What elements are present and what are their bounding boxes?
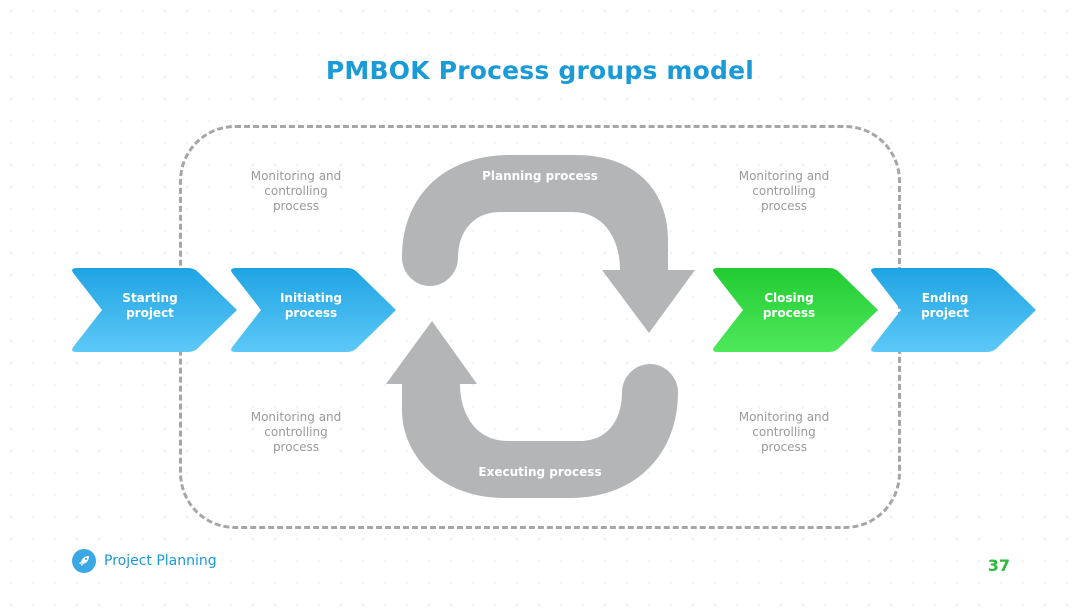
chevron-row (72, 268, 1036, 352)
executing-arc (386, 321, 678, 498)
brand-name: Project Planning (104, 553, 217, 569)
chevron-closing-process (713, 268, 878, 352)
planning-process-label: Planning process (482, 169, 598, 183)
footer-brand: Project Planning (72, 548, 217, 574)
cycle-arrows (386, 155, 695, 498)
chevron-label-ending: Ending project (921, 291, 969, 320)
slide-title: PMBOK Process groups model (325, 56, 755, 85)
chevron-label-starting: Starting project (122, 291, 178, 320)
monitoring-label-top-right: Monitoring and controlling process (738, 169, 830, 213)
monitoring-label-top-left: Monitoring and controlling process (250, 169, 342, 213)
chevron-initiating-process (231, 268, 396, 352)
chevron-ending-project (871, 268, 1036, 352)
page-number: 37 (987, 556, 1010, 575)
chevron-label-initiating: Initiating process (279, 291, 343, 320)
rocket-icon (72, 549, 96, 573)
executing-process-label: Executing process (478, 465, 602, 479)
chevron-starting-project (72, 268, 237, 352)
chevron-label-closing: Closing process (762, 291, 816, 320)
monitoring-label-bottom-right: Monitoring and controlling process (738, 410, 830, 454)
monitoring-label-bottom-left: Monitoring and controlling process (250, 410, 342, 454)
planning-arc (402, 155, 695, 333)
